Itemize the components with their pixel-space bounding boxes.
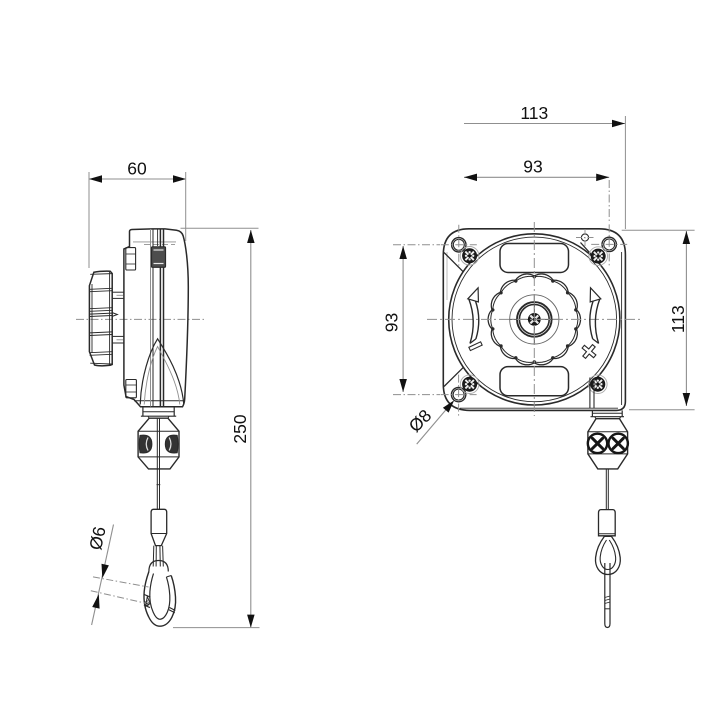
svg-text:113: 113 (668, 305, 688, 333)
svg-text:250: 250 (230, 414, 250, 443)
svg-text:93: 93 (523, 157, 542, 177)
svg-text:113: 113 (520, 103, 548, 123)
svg-text:60: 60 (127, 158, 147, 178)
svg-text:Ø6: Ø6 (85, 525, 109, 552)
svg-text:93: 93 (382, 313, 402, 332)
